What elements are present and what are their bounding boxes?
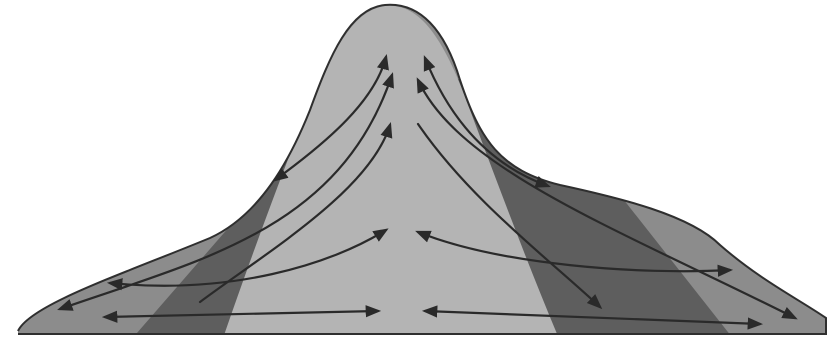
arrow-left-middle-long xyxy=(198,122,393,304)
arrow-right-outer-sweep xyxy=(416,77,798,320)
flow-arrows xyxy=(57,54,798,330)
arrow-right-middle-long xyxy=(416,122,603,310)
arrow-left-horizontal xyxy=(101,305,382,323)
arrow-left-upper-short xyxy=(272,54,389,182)
